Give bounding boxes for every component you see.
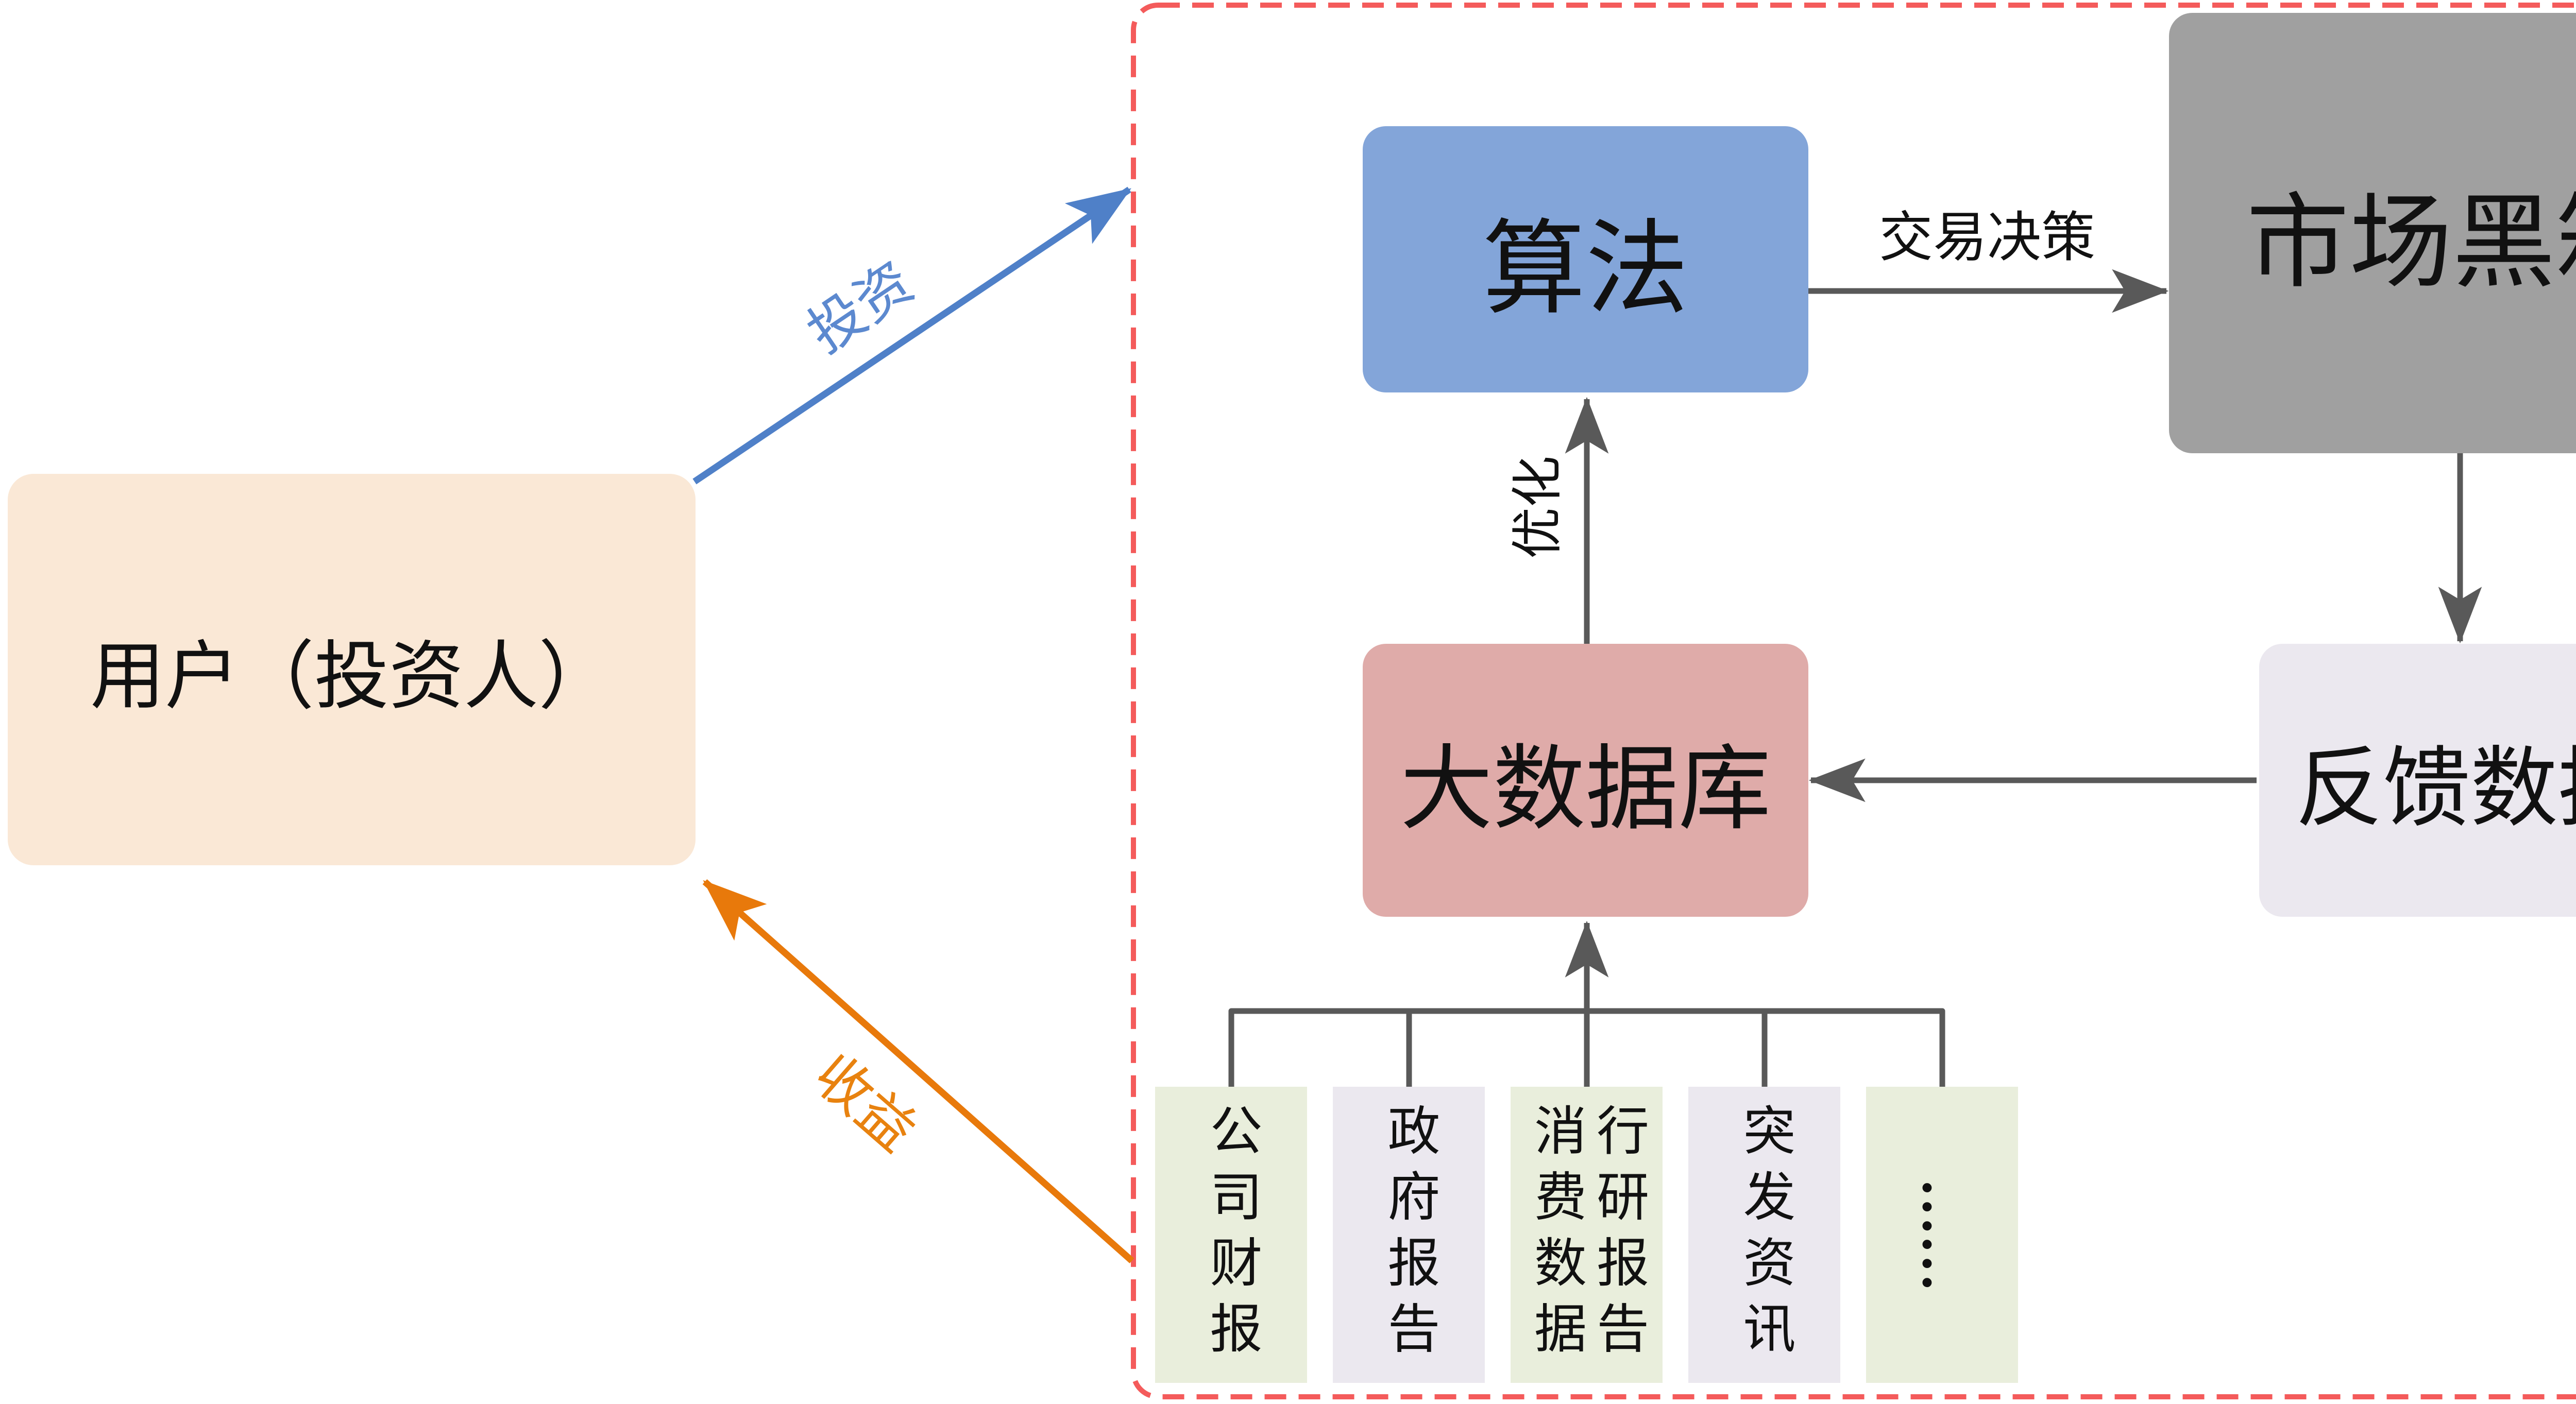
- source-company-financial-reports-label: 公司财报: [1202, 1103, 1261, 1367]
- source-government-reports-label: 政府报告: [1380, 1103, 1438, 1367]
- system-boundary-dashed-border: [1131, 3, 2576, 1399]
- source-company-financial-reports: 公司财报: [1155, 1087, 1307, 1383]
- source-ellipsis-label: ……: [1911, 1178, 1974, 1292]
- node-algorithm: 算法: [1363, 126, 1808, 392]
- node-big-database-label: 大数据库: [1400, 738, 1771, 841]
- returns-arrow: [702, 879, 1134, 1263]
- node-feedback-data: 反馈数据: [2259, 644, 2576, 917]
- source-breaking-news: 突发资讯: [1688, 1087, 1840, 1383]
- optimize-edge-label: 优化: [1509, 456, 1567, 559]
- node-market-blackbox: 市场黑箱: [2169, 13, 2576, 453]
- source-consumption-data-industry-research: 消费数据 行研报告: [1511, 1087, 1663, 1383]
- sources-connector-tree: [1228, 1008, 1945, 1087]
- invest-arrow: [692, 186, 1131, 485]
- source-breaking-news-label: 突发资讯: [1735, 1103, 1794, 1367]
- node-user-investor-label: 用户（投资人）: [90, 636, 613, 718]
- node-big-database: 大数据库: [1363, 644, 1808, 917]
- source-industry-research-label: 行研报告: [1588, 1103, 1647, 1367]
- source-government-reports: 政府报告: [1333, 1087, 1485, 1383]
- source-consumption-data-label: 消费数据: [1526, 1103, 1585, 1367]
- node-algorithm-label: 算法: [1482, 213, 1689, 327]
- node-feedback-data-label: 反馈数据: [2295, 741, 2576, 837]
- source-ellipsis-more: ……: [1866, 1087, 2018, 1383]
- trade-decision-edge-label: 交易决策: [1878, 208, 2096, 268]
- node-market-blackbox-label: 市场黑箱: [2246, 186, 2576, 301]
- node-user-investor: 用户（投资人）: [8, 474, 696, 865]
